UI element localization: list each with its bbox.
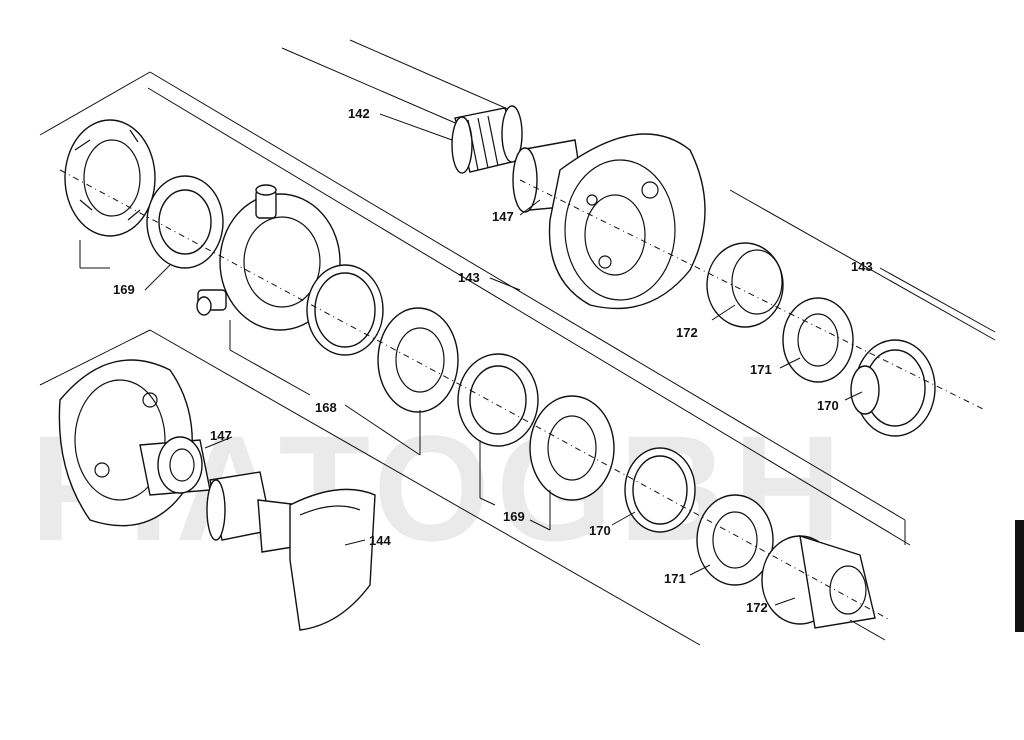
callout-168: 168	[315, 400, 337, 415]
callout-143-center: 143	[458, 270, 480, 285]
leader-lines	[79, 113, 996, 641]
callout-169-left: 169	[113, 282, 135, 297]
callout-171-upper: 171	[750, 362, 772, 377]
callout-172-lower: 172	[746, 600, 768, 615]
assembly-bracket-lines	[39, 39, 1024, 646]
housing-147-top	[512, 133, 706, 310]
callout-labels: 142 147 143 143 169 168 172 171 170 147 …	[113, 106, 873, 615]
housing-147-left	[58, 359, 211, 527]
clutch-disc-169-left	[64, 119, 156, 237]
callout-170-upper: 170	[817, 398, 839, 413]
clutch-pack	[377, 307, 615, 501]
shaft-144	[206, 471, 376, 631]
upper-right-assembly	[706, 242, 936, 437]
callout-171-lower: 171	[664, 571, 686, 586]
lower-right-assembly	[624, 447, 876, 629]
callout-147-top: 147	[492, 209, 514, 224]
callout-170-lower: 170	[589, 523, 611, 538]
ring	[306, 264, 384, 356]
snap-ring-169	[146, 175, 224, 269]
callout-142: 142	[348, 106, 370, 121]
shaft-142	[451, 105, 523, 174]
callout-169-center: 169	[503, 509, 525, 524]
callout-172-upper: 172	[676, 325, 698, 340]
callout-143-right: 143	[851, 259, 873, 274]
center-axis-lines	[59, 169, 986, 621]
callout-144: 144	[369, 533, 391, 548]
callout-147-left: 147	[210, 428, 232, 443]
